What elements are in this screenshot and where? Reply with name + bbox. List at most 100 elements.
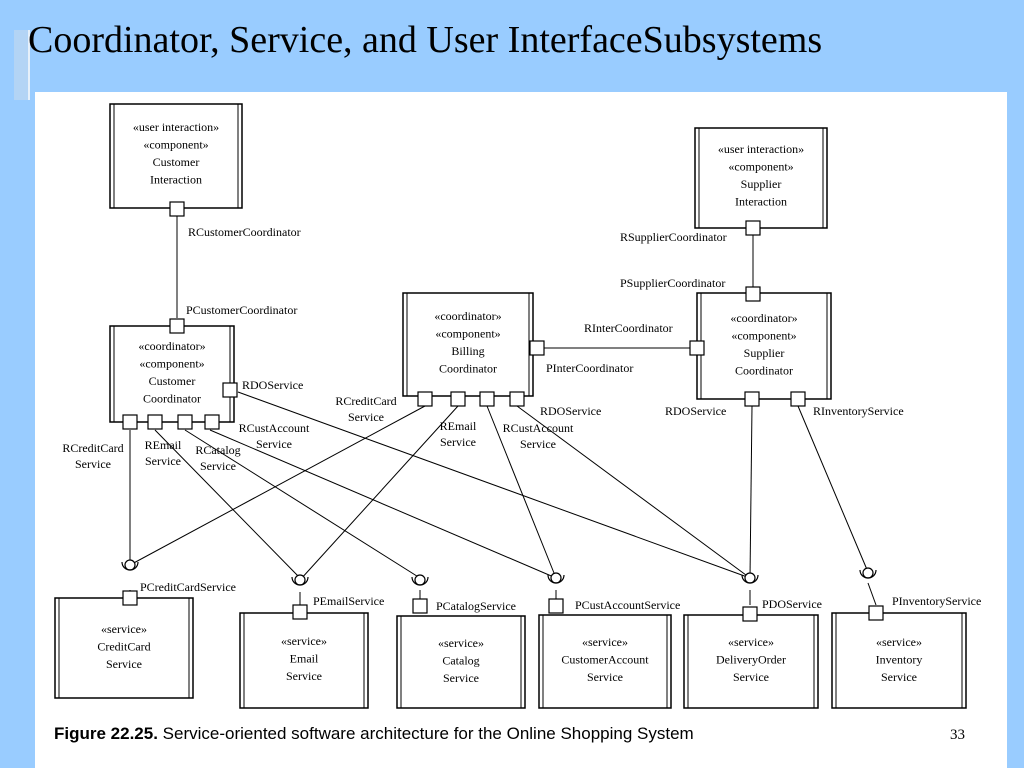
component-label: Service — [587, 670, 623, 684]
connector-line — [486, 405, 557, 579]
port-label-pcustaccountservice: PCustAccountService — [575, 598, 680, 612]
port-square — [292, 604, 308, 620]
figure-number: Figure 22.25. — [54, 724, 158, 743]
port-square — [147, 414, 163, 430]
port-square — [790, 391, 806, 407]
component-box-email-service — [239, 612, 369, 709]
connector-line — [184, 429, 421, 579]
component-box-customer-interaction — [109, 103, 243, 209]
component-label: «coordinator» — [434, 309, 501, 323]
connector-line — [154, 429, 301, 579]
port-square — [122, 590, 138, 606]
port-square — [509, 391, 525, 407]
port-square — [868, 605, 884, 621]
component-label: Customer — [153, 155, 200, 169]
port-square — [122, 414, 138, 430]
port-square — [222, 382, 238, 398]
port-label-bc-rcustaccount: RCustAccount — [503, 421, 574, 435]
interface-socket — [741, 574, 759, 584]
interface-socket — [291, 576, 309, 586]
port-label-cc-rcatalog: RCatalog — [195, 443, 240, 457]
component-label: «service» — [582, 635, 628, 649]
port-label-pinventoryservice: PInventoryService — [892, 594, 981, 608]
component-box-creditcard-service — [54, 597, 194, 699]
component-box-catalog-service — [396, 615, 526, 709]
port-square — [745, 220, 761, 236]
interface-ball — [124, 559, 136, 571]
component-label: Supplier — [744, 346, 785, 360]
port-label-rintercoordinator: RInterCoordinator — [584, 321, 673, 335]
component-label: Service — [106, 657, 142, 671]
port-label-sc-rinventory: RInventoryService — [813, 404, 904, 418]
port-label-cc-rcreditcard: Service — [75, 457, 111, 471]
connector-line — [867, 582, 877, 606]
component-label: «user interaction» — [718, 142, 804, 156]
component-label: «component» — [139, 357, 204, 371]
port-square — [450, 391, 466, 407]
port-square — [548, 598, 564, 614]
interface-ball — [294, 574, 306, 586]
component-label: Service — [881, 670, 917, 684]
connector-line — [749, 405, 753, 579]
port-label-bc-remail: Service — [440, 435, 476, 449]
interface-socket — [859, 569, 877, 579]
port-square — [529, 340, 545, 356]
component-label: Billing — [451, 344, 484, 358]
component-box-supplier-interaction — [694, 127, 828, 229]
port-label-cc-rcatalog: Service — [200, 459, 236, 473]
connector-line — [209, 429, 557, 579]
port-label-sc-rdoservice: RDOService — [665, 404, 726, 418]
interface-ball — [744, 572, 756, 584]
component-label: DeliveryOrder — [716, 653, 786, 667]
component-label: Interaction — [735, 195, 787, 209]
component-label: Customer — [149, 374, 196, 388]
port-label-pcustomercoordinator: PCustomerCoordinator — [186, 303, 297, 317]
interface-socket — [411, 576, 429, 586]
port-label-bc-rcreditcard: Service — [348, 410, 384, 424]
interface-ball — [550, 572, 562, 584]
component-label: «user interaction» — [133, 120, 219, 134]
component-label: CustomerAccount — [561, 653, 649, 667]
component-label: «component» — [731, 329, 796, 343]
port-label-pdoservice: PDOService — [762, 597, 822, 611]
port-square — [689, 340, 705, 356]
component-label: Service — [286, 669, 322, 683]
component-label: Interaction — [150, 173, 202, 187]
port-square — [744, 391, 760, 407]
connector-line — [129, 405, 426, 566]
component-label: Service — [733, 670, 769, 684]
component-label: Service — [443, 671, 479, 685]
interface-socket — [121, 561, 139, 571]
port-label-cc-rcustaccount: Service — [256, 437, 292, 451]
port-label-bc-rcreditcard: RCreditCard — [335, 394, 396, 408]
connector-line — [237, 391, 751, 579]
port-label-bc-rdoservice: RDOService — [540, 404, 601, 418]
port-label-bc-rcustaccount: Service — [520, 437, 556, 451]
component-label: Coordinator — [439, 362, 497, 376]
port-label-rsuppliercoordinator: RSupplierCoordinator — [620, 230, 727, 244]
component-box-customeraccount-service — [538, 614, 672, 709]
port-square — [745, 286, 761, 302]
component-label: «service» — [438, 636, 484, 650]
component-label: «service» — [728, 635, 774, 649]
component-label: Email — [290, 652, 319, 666]
interface-socket — [547, 574, 565, 584]
component-label: «service» — [281, 634, 327, 648]
component-label: «component» — [143, 138, 208, 152]
page-number: 33 — [950, 727, 965, 743]
port-square — [412, 598, 428, 614]
port-label-pcreditcardservice: PCreditCardService — [140, 580, 236, 594]
connector-line — [299, 405, 459, 581]
interface-ball — [862, 567, 874, 579]
component-label: «coordinator» — [138, 339, 205, 353]
figure-caption-text: Service-oriented software architecture f… — [162, 724, 694, 743]
component-label: Coordinator — [143, 392, 201, 406]
component-label: «service» — [876, 635, 922, 649]
port-label-cc-remail: Service — [145, 454, 181, 468]
interface-ball — [414, 574, 426, 586]
port-square — [479, 391, 495, 407]
title-decoration-bar — [14, 30, 30, 100]
figure-caption: Figure 22.25. Service-oriented software … — [54, 724, 694, 744]
port-label-cc-rcustaccount: RCustAccount — [239, 421, 310, 435]
